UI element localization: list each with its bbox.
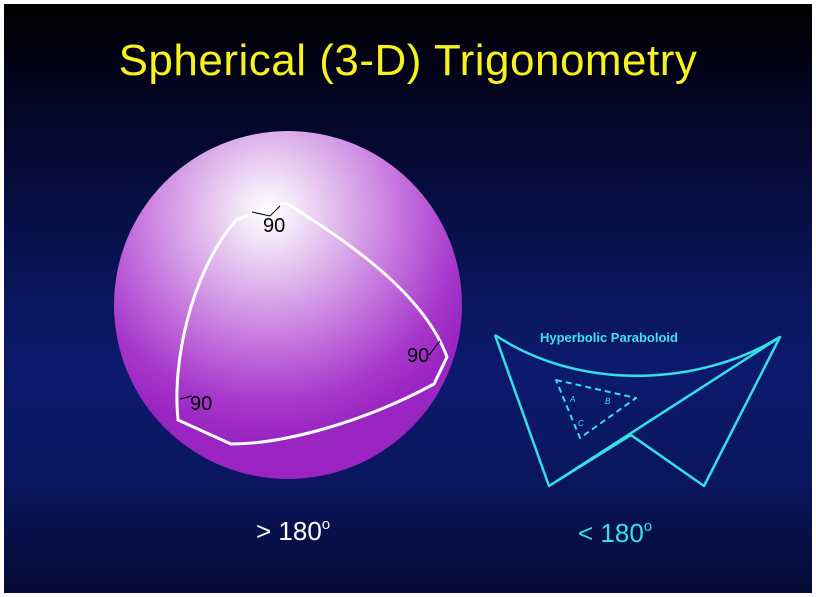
spherical-triangle (175, 201, 449, 446)
angle-mark-left (179, 395, 193, 400)
hyperbolic-caption-text: < 180 (578, 518, 644, 548)
triangle-letter-c: C (578, 419, 584, 428)
triangle-letter-b: B (605, 397, 611, 406)
sphere: 90 90 90 (114, 131, 462, 479)
hyperbolic-paraboloid (493, 333, 782, 488)
hyperbolic-caption-degree: o (643, 518, 653, 535)
angle-right-label: 90 (407, 345, 429, 367)
diagram-canvas: 90 90 90 Hyperbolic Paraboloid A B C (114, 131, 782, 488)
slide: Spherical (3-D) Trigonometry 90 90 90 (4, 4, 812, 593)
sphere-caption-text: > 180 (256, 516, 322, 546)
triangle-letter-a: A (569, 395, 575, 404)
sphere-body (114, 131, 462, 479)
hyperbolic-caption: < 180o (578, 518, 652, 549)
slide-title: Spherical (3-D) Trigonometry (118, 36, 698, 85)
angle-left-label: 90 (190, 393, 212, 415)
saddle-outline (493, 334, 782, 488)
saddle-top-curve (494, 333, 781, 377)
sphere-caption: > 180o (256, 516, 330, 547)
sphere-caption-degree: o (321, 516, 331, 533)
angle-mark-top (251, 205, 281, 217)
dashed-triangle (555, 379, 637, 439)
angle-top-label: 90 (263, 215, 285, 237)
hyperbolic-label: Hyperbolic Paraboloid (540, 330, 678, 345)
angle-mark-right (428, 340, 441, 356)
